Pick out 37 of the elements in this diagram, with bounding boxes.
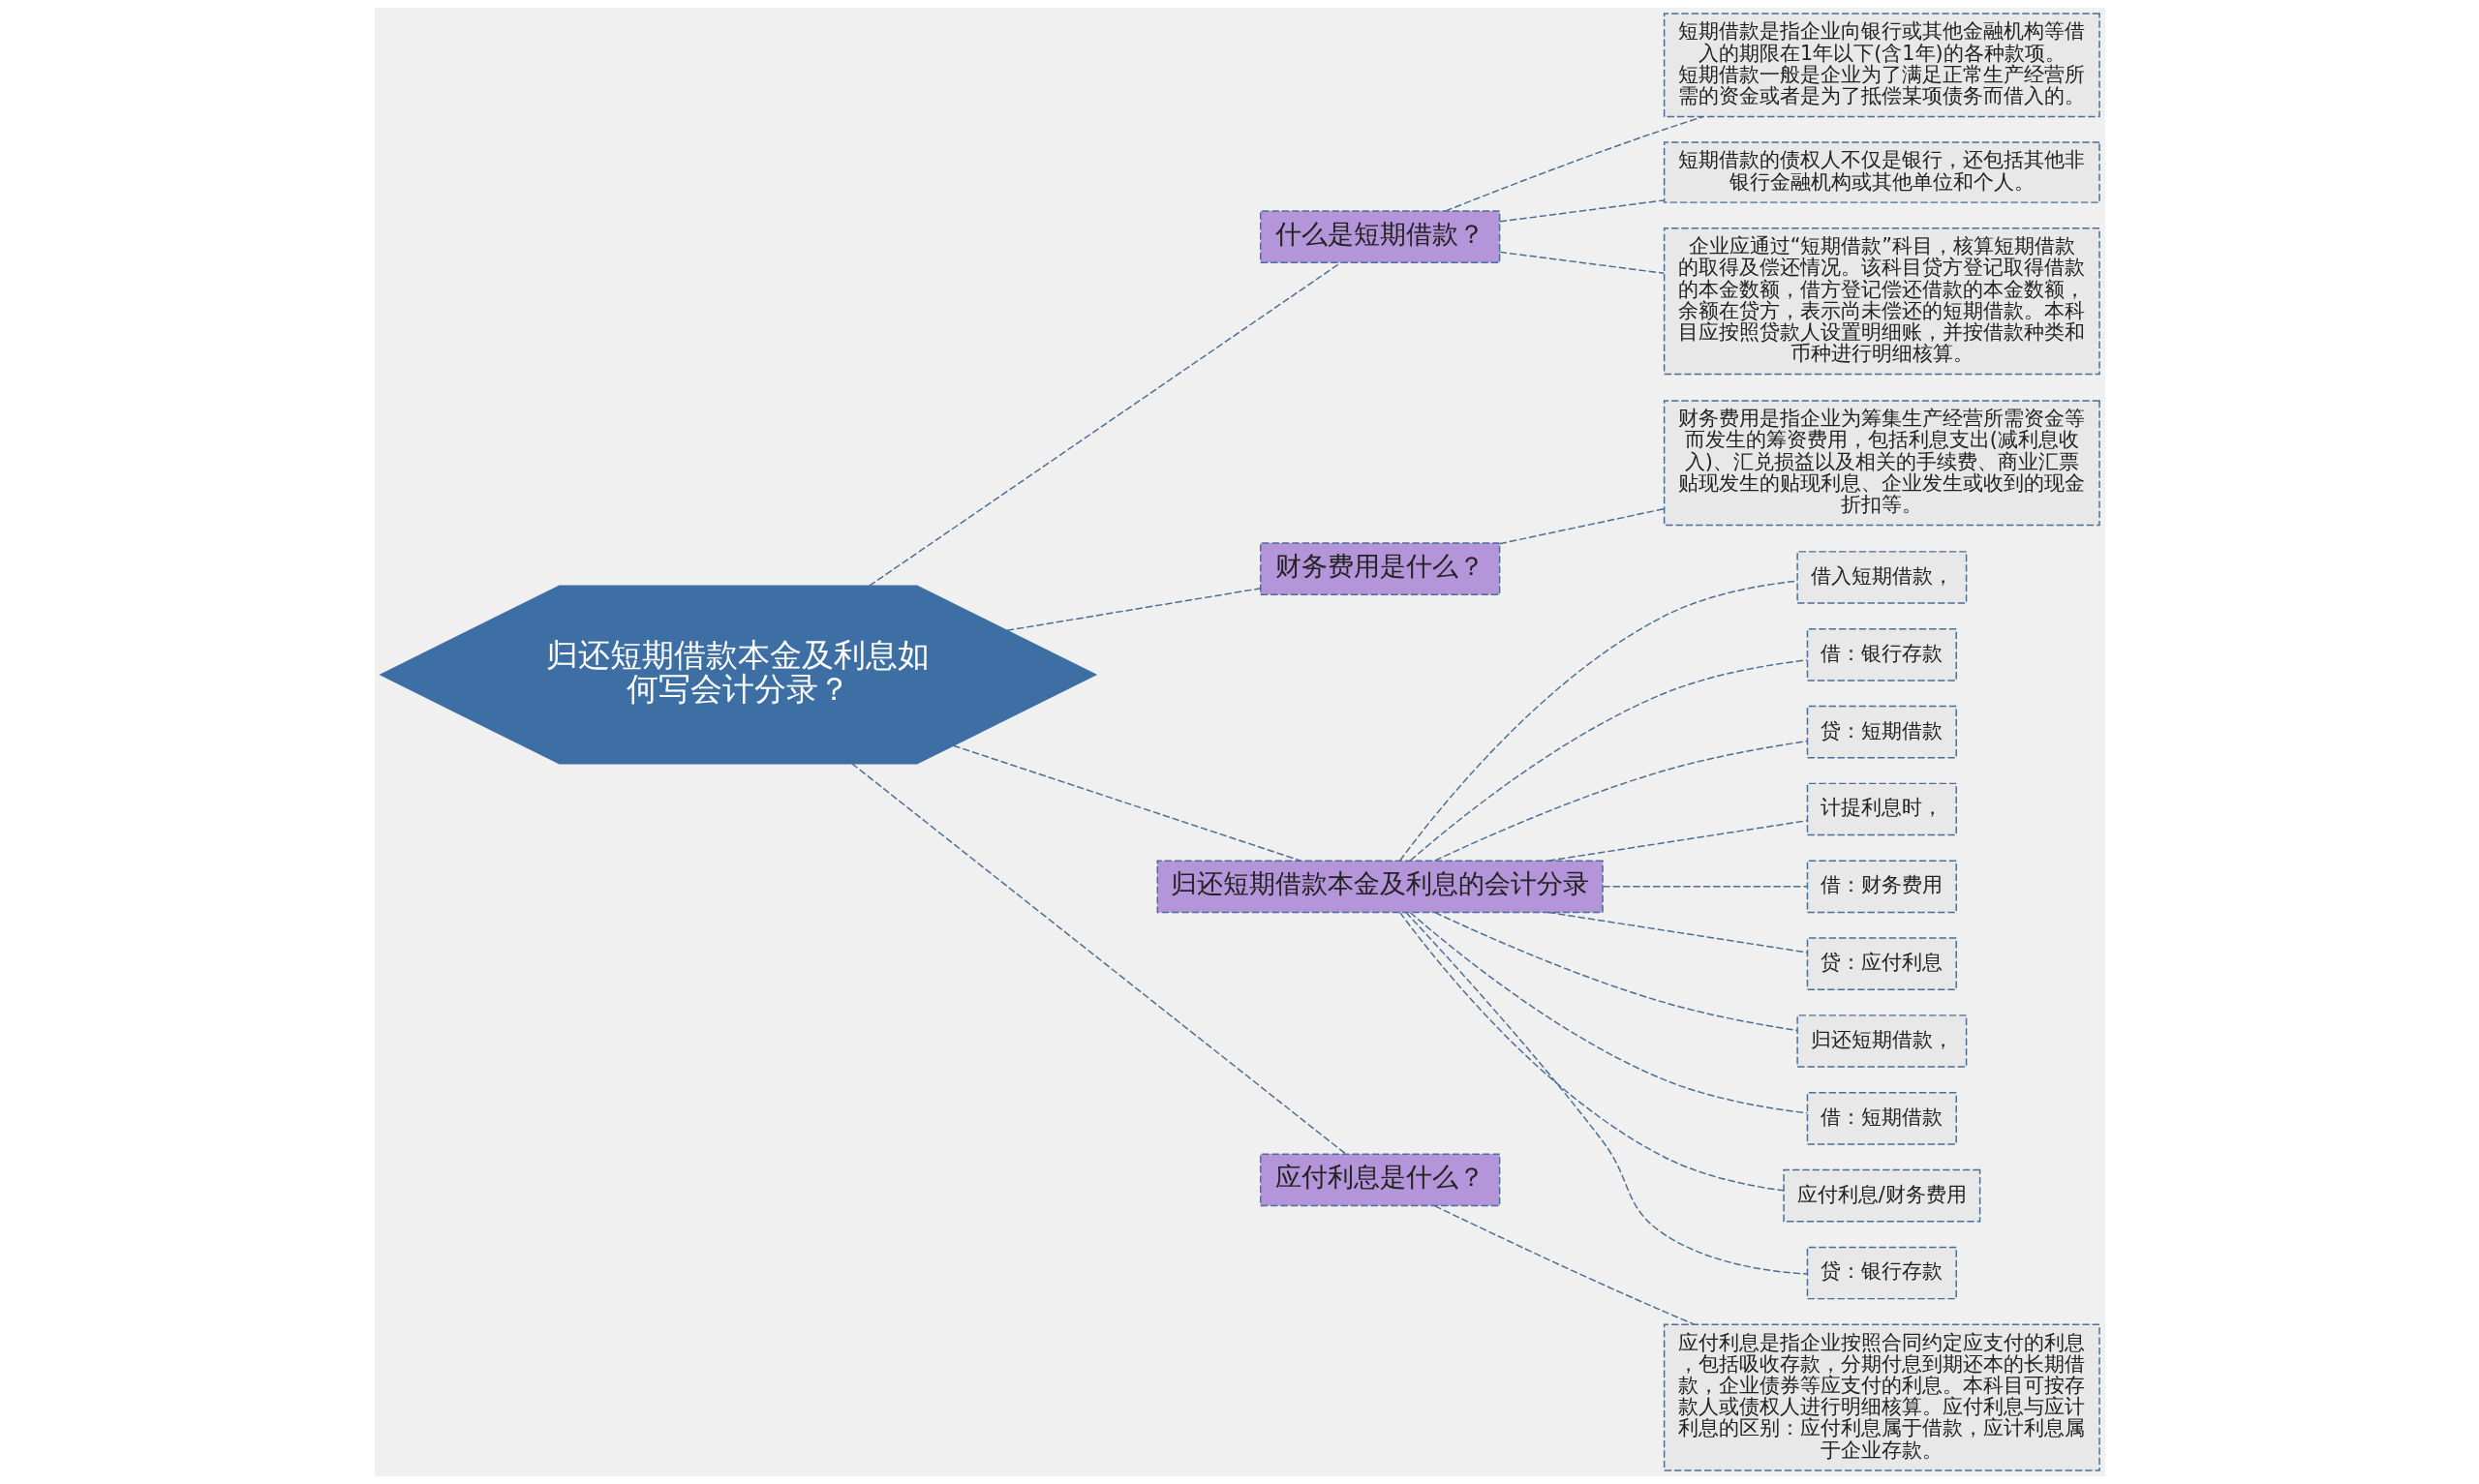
connector xyxy=(1498,251,1665,274)
node-box: 归还短期借款本金及利息的会计分录 xyxy=(1156,860,1604,914)
node-box: 应付利息是什么？ xyxy=(1259,1153,1500,1207)
connector xyxy=(1005,588,1261,631)
node-box: 借入短期借款， xyxy=(1795,551,1967,604)
node-box: 短期借款的债权人不仅是银行，还包括其他非银行金融机构或其他单位和个人。 xyxy=(1663,141,2100,203)
connector xyxy=(1444,115,1703,212)
connector xyxy=(1433,911,1798,1032)
connector xyxy=(1546,911,1808,954)
node-box: 财务费用是指企业为筹集生产经营所需资金等而发生的筹资费用，包括利息支出(减利息收入)、汇兑损益以及相关的手续费、商业汇票贴现发生的贴现利息、企业发生或收到的现金折扣等。 xyxy=(1663,400,2100,527)
connector xyxy=(1409,659,1808,862)
connector xyxy=(868,261,1341,587)
node-box: 借：银行存款 xyxy=(1806,627,1957,681)
connector xyxy=(1602,886,1808,888)
connector xyxy=(1498,199,1665,223)
connector xyxy=(850,763,1346,1155)
connector xyxy=(1546,819,1808,862)
node-box: 短期借款是指企业向银行或其他金融机构等借入的期限在1年以下(含1年)的各种款项。短期借款一般是企业为了满足正常生产经营所需的资金或者是为了抵偿某项债务而借入的。 xyxy=(1663,13,2100,118)
node-box: 借：财务费用 xyxy=(1806,860,1957,914)
node-box: 贷：应付利息 xyxy=(1806,937,1957,990)
connector xyxy=(952,744,1301,862)
connector xyxy=(1498,507,1665,545)
node-box: 什么是短期借款？ xyxy=(1259,210,1500,263)
node-box: 计提利息时， xyxy=(1806,782,1957,836)
node-box: 应付利息是指企业按照合同约定应支付的利息，包括吸收存款，分期付息到期还本的长期借款，企业债券等应支付的利息。本科目可按存款人或债权人进行明细核算。应付利息与应计利息的区别：应付利息属于借款，应计利息属于企业存款。 xyxy=(1663,1323,2100,1471)
connector xyxy=(1409,912,1808,1114)
node-box: 贷：银行存款 xyxy=(1806,1246,1957,1300)
connector xyxy=(1398,911,1784,1192)
node-box: 借：短期借款 xyxy=(1806,1092,1957,1145)
node-box: 企业应通过“短期借款”科目，核算短期借款的取得及偿还情况。该科目贷方登记取得借款的本金数额，借方登记偿还借款的本金数额，余额在贷方，表示尚未偿还的短期借款。本科目应按照贷款人设置明细账，并按借款种类和币种进行明细核算。 xyxy=(1663,227,2100,376)
node-box: 归还短期借款， xyxy=(1795,1015,1967,1068)
node-box: 应付利息/财务费用 xyxy=(1782,1168,1980,1223)
connector xyxy=(1433,740,1808,862)
connector xyxy=(1404,911,1808,1275)
node-box: 贷：短期借款 xyxy=(1806,705,1957,759)
node-box: 财务费用是什么？ xyxy=(1259,542,1500,595)
connector xyxy=(1433,1204,1696,1325)
